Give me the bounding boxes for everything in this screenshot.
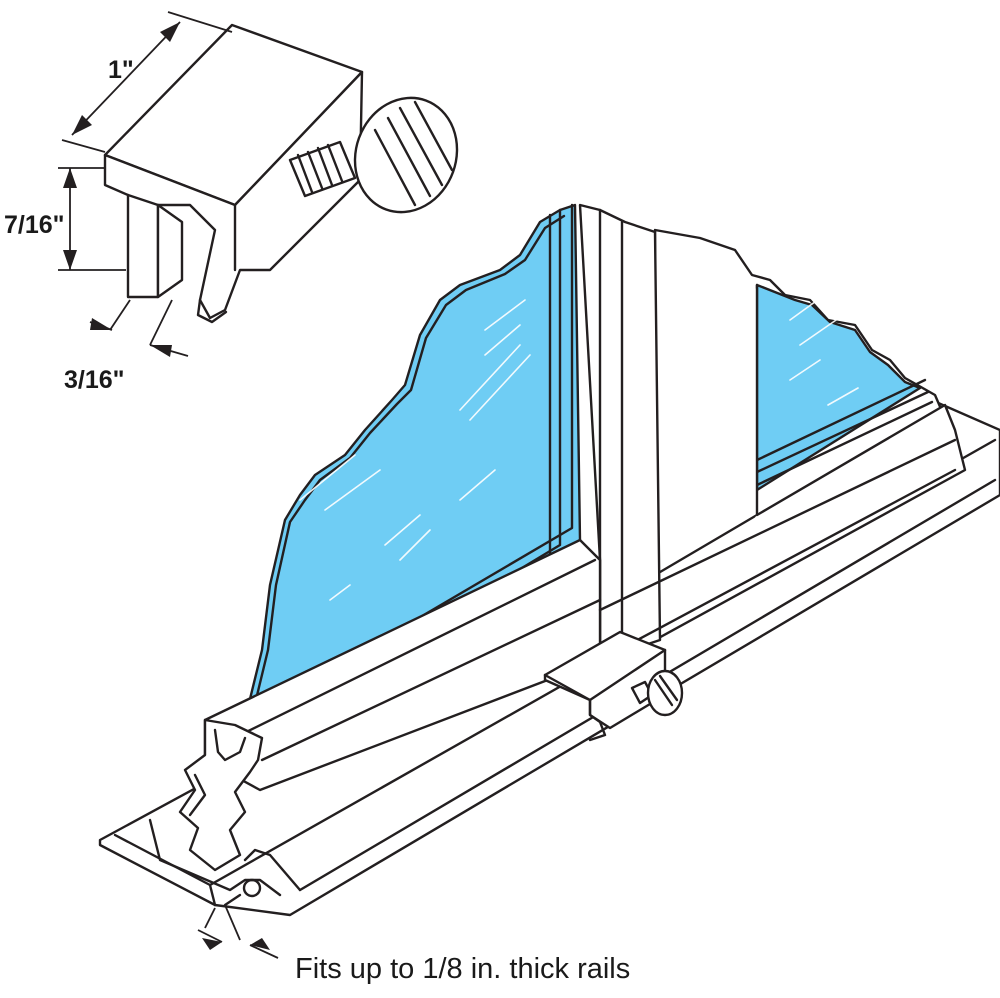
width-label: 1" xyxy=(108,56,134,84)
right-pane xyxy=(653,228,967,642)
rail-thickness-callout: Fits up to 1/8 in. thick rails xyxy=(197,904,630,985)
mullion xyxy=(578,203,662,662)
dimension-height: 7/16" xyxy=(4,167,126,271)
window-illustration xyxy=(98,203,1000,917)
rail-thickness-caption: Fits up to 1/8 in. thick rails xyxy=(295,953,630,985)
dimension-width: 1" xyxy=(61,11,233,153)
installed-lock xyxy=(543,630,684,742)
height-label: 7/16" xyxy=(4,211,65,239)
lock-detail: 1" 7/16" 3/16" xyxy=(4,11,459,394)
thumb-screw xyxy=(288,96,459,214)
depth-label: 3/16" xyxy=(64,366,125,394)
dimension-depth: 3/16" xyxy=(64,299,189,394)
